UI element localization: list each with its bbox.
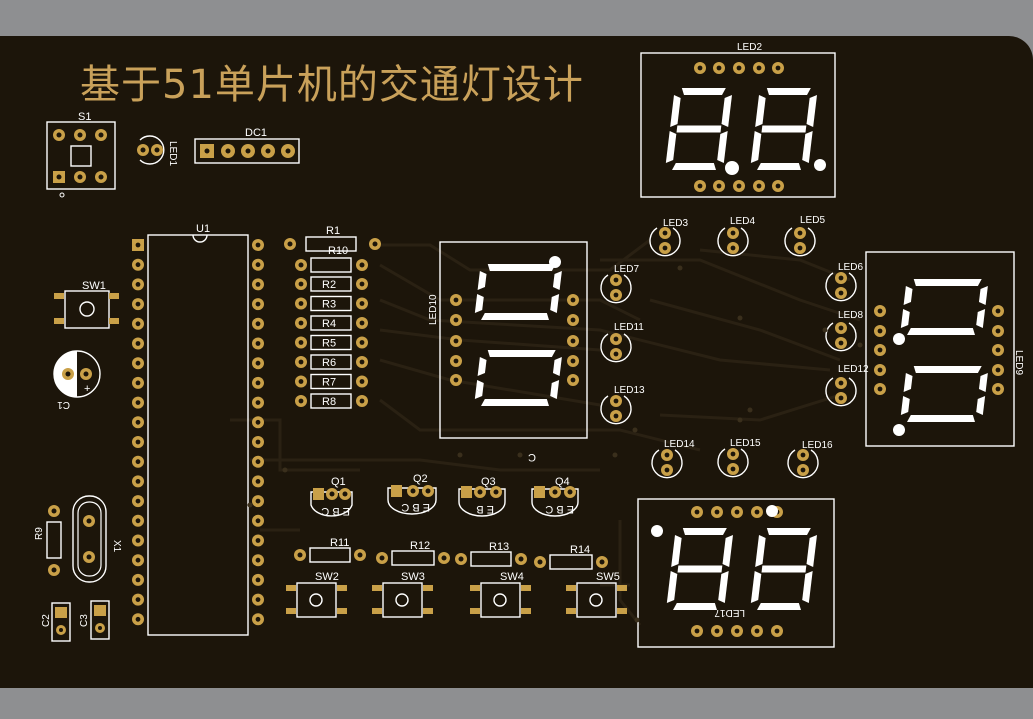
led8-label: LED8 [838, 310, 863, 321]
c1-capacitor: + C1 [53, 350, 101, 410]
led5-label: LED5 [800, 215, 825, 226]
led-labels: LED3 LED4 LED5 LED6 LED7 LED8 LED11 LED1… [614, 215, 869, 451]
c3-label: C3 [79, 614, 90, 627]
x1-crystal: X1 [72, 495, 122, 583]
q4-pins: E B C [545, 503, 574, 515]
u1-microcontroller: U1 [132, 223, 264, 636]
led9-display: LED9 [865, 251, 1024, 447]
q3-transistor: Q3 E B [458, 476, 506, 517]
led10-label: LED10 [428, 294, 439, 325]
led9-digits [893, 279, 988, 436]
led7-label: LED7 [614, 264, 639, 275]
r6-label: R6 [322, 357, 336, 369]
r1-resistor: R1 [284, 225, 381, 252]
dc1-label: DC1 [245, 127, 267, 139]
sw3-label: SW3 [401, 571, 425, 583]
led1: LED1 [137, 135, 178, 166]
sw2-label: SW2 [315, 571, 339, 583]
c3-capacitor: C3 [79, 600, 110, 640]
led4-label: LED4 [730, 216, 755, 227]
sw2-button: SW2 [286, 571, 347, 618]
r8-label: R8 [322, 396, 336, 408]
r4-label: R4 [322, 318, 336, 330]
sw3-button: SW3 [372, 571, 433, 618]
dc1-header: DC1 [194, 127, 300, 164]
q1-label: Q1 [331, 476, 346, 488]
led11-label: LED11 [614, 322, 644, 333]
c1-plus: + [84, 383, 90, 395]
r12-resistor: R12 [376, 540, 450, 566]
q2-pins: E B C [401, 501, 430, 513]
sw5-button: SW5 [566, 571, 627, 618]
led2-display: LED2 [640, 42, 836, 198]
led14-label: LED14 [664, 439, 695, 450]
copper-traces [230, 238, 861, 626]
vias [247, 265, 863, 623]
led10-digits [474, 256, 562, 406]
traffic-leds [600, 227, 857, 479]
s1-label: S1 [78, 111, 91, 123]
led17-display: LED17 [637, 498, 835, 648]
r2-label: R2 [322, 279, 336, 291]
led2-digits [665, 88, 826, 175]
led3-label: LED3 [663, 218, 688, 229]
r3-label: R3 [322, 299, 336, 311]
x1-label: X1 [111, 540, 122, 553]
led2-label: LED2 [737, 42, 762, 53]
r14-resistor: R14 [534, 544, 608, 570]
q1-pins: E B C [321, 505, 350, 517]
sw5-label: SW5 [596, 571, 620, 583]
q3-pins: E B [476, 503, 494, 515]
r11-label: R11 [330, 537, 349, 549]
led10-mark: C [528, 451, 536, 463]
board-title: 基于51单片机的交通灯设计 [80, 62, 584, 108]
sw4-label: SW4 [500, 571, 524, 583]
r7-label: R7 [322, 377, 336, 389]
q2-transistor: Q2 E B C [387, 473, 437, 515]
r14-label: R14 [570, 544, 590, 556]
r1-label: R1 [326, 225, 340, 237]
s1-switch: S1 [46, 111, 116, 198]
r10-resistor: R10 [295, 245, 368, 273]
r10-label: R10 [328, 245, 348, 257]
q2-label: Q2 [413, 473, 428, 485]
led6-label: LED6 [838, 262, 863, 273]
led9-label: LED9 [1013, 350, 1024, 375]
r13-label: R13 [489, 541, 509, 553]
led17-label: LED17 [714, 607, 745, 618]
r11-resistor: R11 [294, 537, 366, 563]
led1-label: LED1 [167, 141, 178, 166]
led13-label: LED13 [614, 385, 645, 396]
r13-resistor: R13 [455, 541, 527, 567]
sw4-button: SW4 [470, 571, 531, 618]
led12-label: LED12 [838, 364, 869, 375]
u1-label: U1 [196, 223, 210, 235]
led17-digits [651, 505, 817, 610]
c2-capacitor: C2 [41, 602, 71, 642]
q4-label: Q4 [555, 476, 570, 488]
c2-label: C2 [41, 614, 52, 627]
r9-label: R9 [34, 527, 45, 540]
led15-label: LED15 [730, 438, 761, 449]
pcb-board [0, 36, 1033, 688]
q3-label: Q3 [481, 476, 496, 488]
r9-resistor: R9 [34, 505, 62, 576]
led16-label: LED16 [802, 440, 833, 451]
q4-transistor: Q4 E B C [531, 476, 579, 517]
c1-label: C1 [57, 399, 70, 410]
q1-transistor: Q1 E B C [310, 476, 353, 517]
r5-label: R5 [322, 338, 336, 350]
sw1-button: SW1 [54, 280, 119, 329]
sw1-label: SW1 [82, 280, 106, 292]
r12-label: R12 [410, 540, 430, 552]
led10-display: LED10 C [428, 241, 588, 463]
